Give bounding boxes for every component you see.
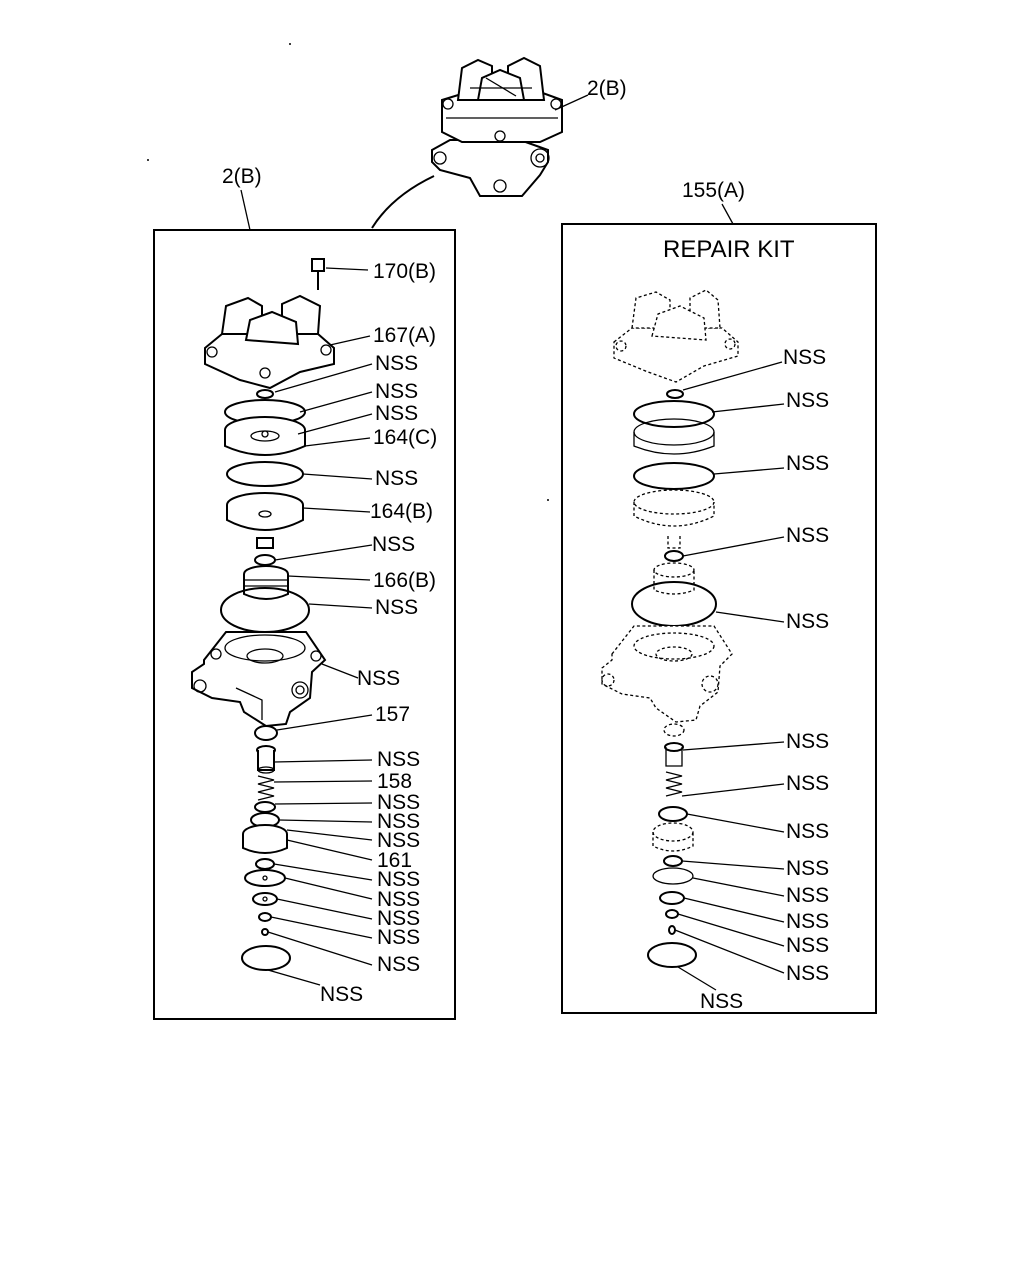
label-nss-7: NSS bbox=[357, 667, 400, 690]
kit-label-nss-14: NSS bbox=[700, 990, 743, 1013]
right-part-labels: NSS NSS NSS NSS NSS NSS NSS NSS NSS NSS … bbox=[700, 346, 829, 1013]
label-164c: 164(C) bbox=[373, 426, 437, 449]
kit-label-nss-8: NSS bbox=[786, 820, 829, 843]
kit-label-nss-4: NSS bbox=[786, 524, 829, 547]
right-leader-lines bbox=[674, 361, 785, 991]
right-exploded-parts bbox=[601, 289, 739, 968]
label-166b: 166(B) bbox=[373, 569, 436, 592]
left-leader-lines bbox=[267, 267, 373, 986]
kit-label-nss-2: NSS bbox=[786, 389, 829, 412]
label-157: 157 bbox=[375, 703, 410, 726]
kit-label-nss-5: NSS bbox=[786, 610, 829, 633]
kit-label-nss-6: NSS bbox=[786, 730, 829, 753]
kit-label-nss-7: NSS bbox=[786, 772, 829, 795]
label-170b: 170(B) bbox=[373, 260, 436, 283]
scan-speck bbox=[147, 159, 149, 161]
label-nss-4: NSS bbox=[375, 467, 418, 490]
label-nss-9: NSS bbox=[377, 791, 420, 814]
label-nss-12: NSS bbox=[377, 868, 420, 891]
kit-label-nss-10: NSS bbox=[786, 884, 829, 907]
scan-speck bbox=[547, 499, 549, 501]
label-nss-13: NSS bbox=[377, 888, 420, 911]
label-nss-8: NSS bbox=[377, 748, 420, 771]
label-161: 161 bbox=[377, 849, 412, 872]
kit-label-nss-12: NSS bbox=[786, 934, 829, 957]
assembly-pointer-arrow bbox=[371, 175, 435, 229]
label-nss-5: NSS bbox=[372, 533, 415, 556]
label-nss-10: NSS bbox=[377, 810, 420, 833]
label-158: 158 bbox=[377, 770, 412, 793]
kit-label-nss-11: NSS bbox=[786, 910, 829, 933]
repair-kit-heading: REPAIR KIT bbox=[663, 236, 795, 263]
left-exploded-parts bbox=[191, 258, 335, 971]
label-nss-1: NSS bbox=[375, 352, 418, 375]
label-nss-17: NSS bbox=[320, 983, 363, 1006]
top-valve-assembly bbox=[431, 56, 563, 197]
right-panel-frame bbox=[561, 223, 877, 1014]
label-nss-2: NSS bbox=[375, 380, 418, 403]
kit-label-nss-3: NSS bbox=[786, 452, 829, 475]
left-part-labels: 170(B) 167(A) NSS NSS NSS 164(C) NSS 164… bbox=[320, 260, 437, 1006]
right-panel-title: 155(A) bbox=[682, 179, 745, 202]
label-nss-3: NSS bbox=[375, 402, 418, 425]
left-panel-frame bbox=[153, 229, 456, 1020]
kit-label-nss-1: NSS bbox=[783, 346, 826, 369]
label-nss-16: NSS bbox=[377, 953, 420, 976]
label-167a: 167(A) bbox=[373, 324, 436, 347]
label-nss-6: NSS bbox=[375, 596, 418, 619]
label-164b: 164(B) bbox=[370, 500, 433, 523]
label-nss-15: NSS bbox=[377, 926, 420, 949]
label-nss-14: NSS bbox=[377, 907, 420, 930]
top-assembly-label: 2(B) bbox=[587, 77, 627, 100]
kit-label-nss-13: NSS bbox=[786, 962, 829, 985]
scan-speck bbox=[289, 43, 291, 45]
label-nss-11: NSS bbox=[377, 829, 420, 852]
left-panel-title: 2(B) bbox=[222, 165, 262, 188]
kit-label-nss-9: NSS bbox=[786, 857, 829, 880]
